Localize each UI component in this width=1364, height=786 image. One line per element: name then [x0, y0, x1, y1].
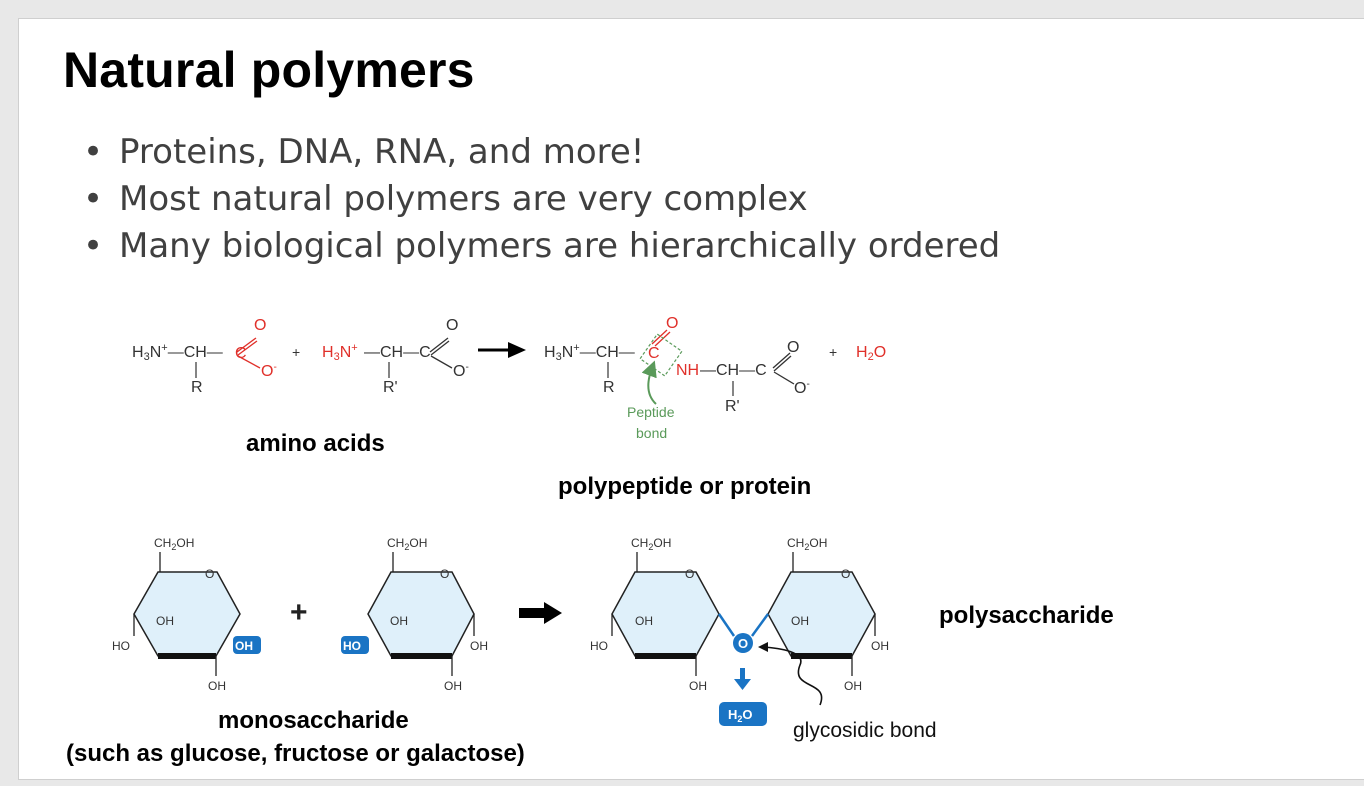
glycosidic-bond-arrow [761, 646, 823, 706]
svg-text:HO: HO [343, 639, 361, 653]
svg-text:OH: OH [444, 679, 462, 693]
svg-text:H2O: H2O [728, 707, 753, 724]
arrowhead-icon [758, 642, 768, 652]
svg-text:OH: OH [871, 639, 889, 653]
bullet-list: •Proteins, DNA, RNA, and more! •Most nat… [79, 129, 1000, 270]
amino-acid-2: H3N+ —CH—C R' O O- [322, 317, 469, 396]
glycosidic-bond-label: glycosidic bond [793, 719, 937, 742]
svg-text:OH: OH [791, 614, 809, 628]
svg-text:H3N+—CH—: H3N+—CH— [132, 342, 223, 363]
plus-sign: + [829, 344, 837, 360]
bullet-icon: • [83, 226, 104, 266]
svg-text:OH: OH [689, 679, 707, 693]
svg-text:O: O [446, 317, 458, 334]
dipeptide: H3N+—CH— R C O NH —CH—C R' O O- [544, 315, 810, 415]
slide-title: Natural polymers [63, 42, 475, 98]
svg-text:HO: HO [112, 639, 130, 653]
svg-text:—CH—C: —CH—C [364, 344, 431, 361]
bullet-icon: • [83, 132, 104, 172]
bullet-icon: • [83, 179, 104, 219]
water-product: H2O [856, 344, 886, 363]
svg-text:H3N+—CH—: H3N+—CH— [544, 342, 635, 363]
caption-polypeptide: polypeptide or protein [558, 473, 812, 500]
svg-text:O: O [666, 315, 678, 332]
svg-text:C: C [648, 345, 660, 362]
svg-text:R': R' [725, 398, 740, 415]
svg-text:CH2OH: CH2OH [387, 536, 427, 552]
svg-text:H3N+: H3N+ [322, 342, 358, 363]
svg-text:OH: OH [470, 639, 488, 653]
reaction-arrow [478, 342, 526, 358]
svg-text:OH: OH [235, 639, 253, 653]
disaccharide: CH2OH O OH HO OH CH2OH O OH OH OH O H2O [590, 536, 889, 726]
svg-text:O: O [440, 567, 449, 581]
svg-text:R: R [191, 379, 203, 396]
svg-text:OH: OH [208, 679, 226, 693]
svg-text:CH2OH: CH2OH [154, 536, 194, 552]
svg-text:O: O [205, 567, 214, 581]
svg-text:OH: OH [635, 614, 653, 628]
sugar-ring-1: CH2OH O OH HO OH OH [112, 536, 261, 693]
caption-amino-acids: amino acids [246, 430, 385, 457]
svg-text:—CH—C: —CH—C [700, 362, 767, 379]
svg-text:O: O [254, 317, 266, 334]
svg-text:OH: OH [156, 614, 174, 628]
plus-sign: + [292, 344, 300, 360]
svg-text:C: C [235, 345, 247, 362]
svg-text:OH: OH [390, 614, 408, 628]
svg-text:O: O [841, 567, 850, 581]
svg-text:O-: O- [794, 379, 810, 397]
bullet-item: •Proteins, DNA, RNA, and more! [79, 129, 1000, 176]
peptide-bond-label: bond [636, 425, 667, 441]
svg-text:CH2OH: CH2OH [631, 536, 671, 552]
svg-text:R': R' [383, 379, 398, 396]
svg-text:O: O [738, 636, 748, 651]
svg-text:O-: O- [453, 362, 469, 380]
sugar-reaction-arrow [519, 602, 562, 624]
svg-text:O: O [685, 567, 694, 581]
svg-text:HO: HO [590, 639, 608, 653]
bullet-item: •Many biological polymers are hierarchic… [79, 223, 1000, 270]
svg-text:CH2OH: CH2OH [787, 536, 827, 552]
svg-text:OH: OH [844, 679, 862, 693]
svg-text:R: R [603, 379, 615, 396]
peptide-bond-label: Peptide [627, 404, 675, 420]
sugar-ring-2: CH2OH O OH HO OH OH [341, 536, 488, 693]
svg-text:O-: O- [261, 362, 277, 380]
caption-monosaccharide: monosaccharide [218, 707, 409, 734]
peptide-bond-arrow [641, 360, 657, 405]
plus-sign: + [290, 596, 308, 629]
svg-text:NH: NH [676, 362, 699, 379]
caption-polysaccharide: polysaccharide [939, 602, 1114, 629]
caption-monosaccharide-examples: (such as glucose, fructose or galactose) [66, 740, 525, 767]
bullet-item: •Most natural polymers are very complex [79, 176, 1000, 223]
svg-text:O: O [787, 339, 799, 356]
amino-acid-1: H3N+—CH— R C O O- [132, 317, 277, 396]
